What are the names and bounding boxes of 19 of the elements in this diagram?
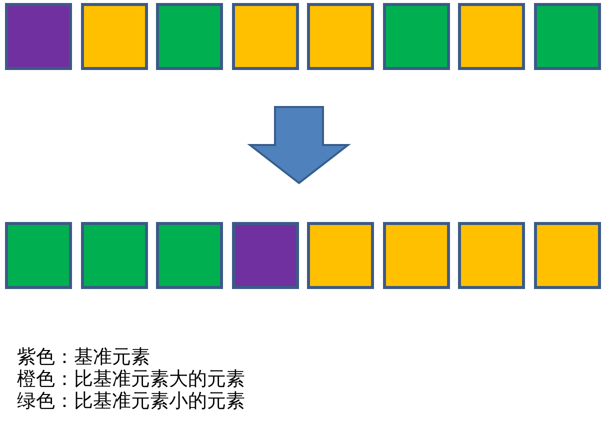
element-square [382,222,450,289]
element-square [156,222,223,289]
element-square [458,3,525,70]
element-square [80,222,148,289]
element-square [534,3,600,70]
element-square [5,3,72,70]
element-square [458,222,525,289]
element-square [534,222,600,289]
element-square [232,3,298,70]
element-square [156,3,223,70]
element-square [382,3,450,70]
legend-note: 绿色：比基准元素小的元素 [17,390,245,412]
legend-note: 紫色：基准元素 [17,346,150,368]
element-square [307,222,374,289]
element-square [80,3,148,70]
element-square [5,222,72,289]
element-square [232,222,298,289]
legend-note: 橙色：比基准元素大的元素 [17,368,245,390]
element-square [307,3,374,70]
